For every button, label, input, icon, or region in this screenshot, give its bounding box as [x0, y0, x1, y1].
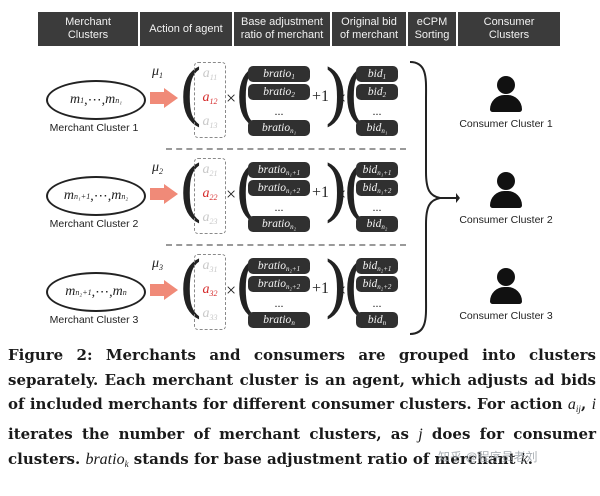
- action-value: a33: [202, 306, 218, 322]
- bratio-pill: bration: [248, 312, 310, 328]
- ellipsis: ...: [274, 104, 284, 118]
- agent-mu-label: μ2: [152, 160, 164, 176]
- bratio-pill: bration₂: [248, 216, 310, 232]
- multiply-sign: ×: [336, 184, 347, 204]
- action-value: a32: [202, 282, 218, 298]
- bid-pill: bidn₁+2: [356, 180, 398, 196]
- header-merchant-clusters: Merchant Clusters: [38, 12, 138, 46]
- left-paren: (: [178, 248, 204, 325]
- bratio-pill: bratio2: [248, 84, 310, 100]
- action-value: a23: [202, 210, 218, 226]
- action-highlight-box: [194, 254, 226, 330]
- action-highlight-box: [194, 158, 226, 234]
- consumer-cluster-label: Consumer Cluster 3: [459, 310, 553, 322]
- bratio-pill: bration₁+2: [248, 180, 310, 196]
- caption-var-i: i: [591, 396, 597, 413]
- merchant-cluster-label: Merchant Cluster 1: [49, 122, 139, 134]
- multiply-sign: ×: [226, 280, 237, 300]
- watermark: 知乎 @程序员老刘: [438, 450, 538, 464]
- ellipsis: ...: [372, 200, 382, 214]
- consumer-person-icon: [489, 172, 523, 210]
- bid-pill: bid2: [356, 84, 398, 100]
- bid-pill: bid1: [356, 66, 398, 82]
- action-highlight-box: [194, 62, 226, 138]
- action-value: a21: [202, 162, 218, 178]
- bratio-pill: bration₁+1: [248, 162, 310, 178]
- right-paren: ): [323, 248, 349, 325]
- consumer-person-icon: [489, 76, 523, 114]
- left-paren: (: [178, 56, 204, 133]
- caption-var-k: k: [520, 451, 528, 468]
- left-paren: (: [178, 152, 204, 229]
- caption-text-2: ,: [580, 395, 592, 413]
- plus-one: +1: [312, 280, 330, 297]
- multiply-sign: ×: [226, 184, 237, 204]
- caption-text-3: iterates the number of merchant clusters…: [8, 424, 419, 443]
- action-value: a13: [202, 114, 218, 130]
- ellipsis: ...: [372, 104, 382, 118]
- merchant-cluster-label: Merchant Cluster 2: [49, 218, 139, 230]
- action-value: a12: [202, 90, 218, 106]
- agent-arrow-icon: [150, 184, 178, 204]
- action-value: a22: [202, 186, 218, 202]
- multiply-sign: ×: [336, 280, 347, 300]
- bratio-pill: bratio1: [248, 66, 310, 82]
- ellipsis: ...: [274, 296, 284, 310]
- consumer-cluster-label: Consumer Cluster 2: [459, 214, 553, 226]
- ellipsis: ...: [372, 296, 382, 310]
- caption-var-j: j: [418, 425, 423, 443]
- header-action-of-agent: Action of agent: [140, 12, 232, 46]
- bratio-pill: bration₁: [248, 120, 310, 136]
- bid-pill: bidn₁: [356, 120, 398, 136]
- plus-one: +1: [312, 88, 330, 105]
- action-value: a31: [202, 258, 218, 274]
- agent-arrow-icon: [150, 88, 178, 108]
- cluster-separator: [166, 244, 406, 246]
- bid-pill: bidn₁+1: [356, 162, 398, 178]
- multiply-sign: ×: [336, 88, 347, 108]
- bid-pill: bidn₂+2: [356, 276, 398, 292]
- bid-pill: bidn: [356, 312, 398, 328]
- cluster-separator: [166, 148, 406, 150]
- caption-var-bratio: bratiok: [85, 451, 129, 469]
- bratio-pill: bration₂+1: [248, 258, 310, 274]
- agent-mu-label: μ1: [152, 64, 164, 80]
- right-paren: ): [323, 56, 349, 133]
- consumer-cluster-label: Consumer Cluster 1: [459, 118, 553, 130]
- caption-text-4: does for consumer clusters.: [8, 424, 596, 469]
- header-ecpm-sorting: eCPM Sorting: [408, 12, 456, 46]
- multiply-sign: ×: [226, 88, 237, 108]
- action-value: a11: [202, 66, 218, 82]
- header-consumer-clusters: Consumer Clusters: [458, 12, 560, 46]
- figure-caption: Figure 2: Merchants and consumers are gr…: [8, 343, 596, 477]
- caption-var-a: aij: [567, 396, 581, 414]
- ecpm-brace-icon: [409, 61, 460, 335]
- consumer-person-icon: [489, 268, 523, 306]
- plus-one: +1: [312, 184, 330, 201]
- caption-text-6: .: [527, 450, 533, 468]
- header-base-adjustment: Base adjustment ratio of merchant: [234, 12, 330, 46]
- caption-text-5: stands for base adjustment ratio of merc…: [128, 450, 521, 468]
- bid-pill: bidn₂+1: [356, 258, 398, 274]
- agent-arrow-icon: [150, 280, 178, 300]
- merchant-cluster-label: Merchant Cluster 3: [49, 314, 139, 326]
- agent-mu-label: μ3: [152, 256, 164, 272]
- ellipsis: ...: [274, 200, 284, 214]
- bid-pill: bidn₂: [356, 216, 398, 232]
- header-original-bid: Original bid of merchant: [332, 12, 406, 46]
- caption-text-1: Figure 2: Merchants and consumers are gr…: [8, 346, 596, 413]
- bratio-pill: bration₂+2: [248, 276, 310, 292]
- right-paren: ): [323, 152, 349, 229]
